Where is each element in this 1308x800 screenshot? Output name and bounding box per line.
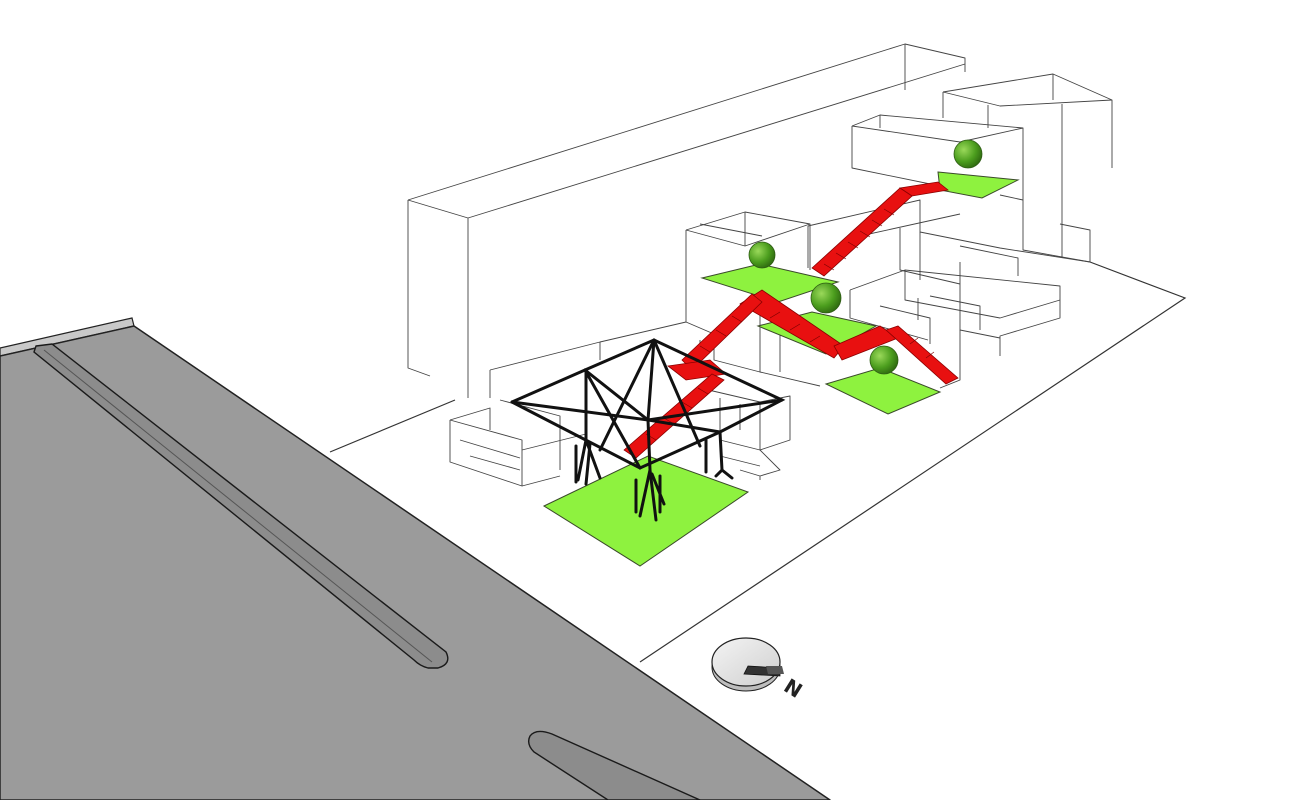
tree-icon	[953, 139, 983, 169]
lawn-ground-plaza	[542, 455, 750, 567]
building-massing-wireframe	[407, 43, 1113, 487]
canopy-frame-structure	[510, 338, 786, 522]
trees	[748, 139, 983, 375]
red-stairways	[623, 181, 959, 459]
road	[0, 317, 831, 800]
road-median-lower	[527, 730, 701, 800]
stair-flight-right	[885, 325, 959, 385]
north-label: N	[780, 674, 807, 703]
tree-icon	[869, 345, 899, 375]
right-low-blocks	[849, 269, 1061, 389]
tree-icon	[748, 241, 776, 269]
right-tower	[942, 73, 1113, 258]
tree-icon	[810, 282, 842, 314]
tall-rear-block	[407, 43, 966, 398]
lawn-upper	[700, 263, 840, 303]
road-median-upper	[33, 343, 449, 669]
lawn-lower-right	[824, 367, 942, 415]
upper-terrace-block	[851, 114, 1091, 263]
lawn-top	[937, 171, 1020, 199]
lower-podium	[449, 341, 791, 487]
north-compass: N	[711, 637, 807, 703]
site-boundary	[329, 261, 1187, 663]
